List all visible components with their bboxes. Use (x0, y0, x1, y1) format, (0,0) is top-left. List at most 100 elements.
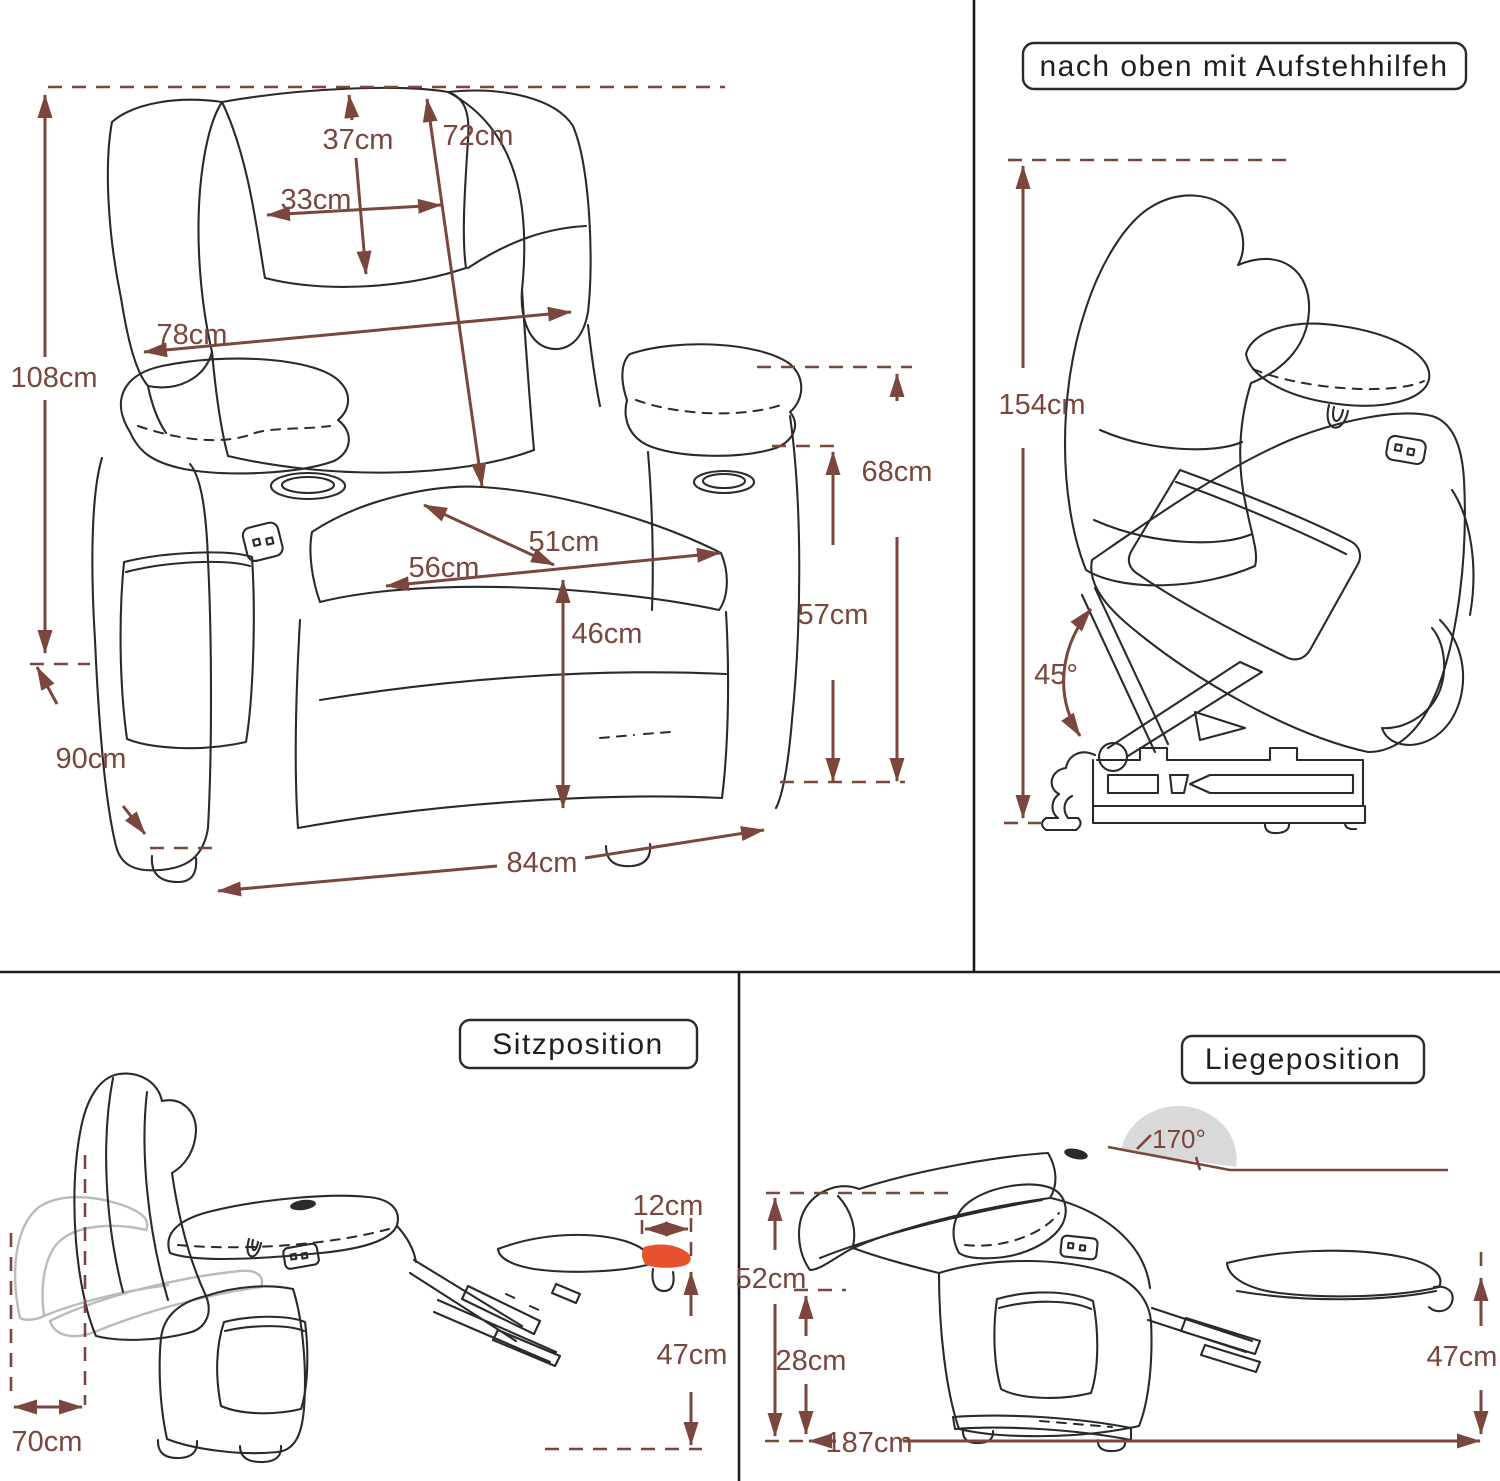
lift-base-left-bracket (1040, 751, 1097, 832)
liege-cupholder (1064, 1148, 1088, 1160)
side-pocket-sitz (216, 1315, 309, 1415)
dim-line-width-left (217, 864, 498, 897)
sitz-title-box (458, 1018, 699, 1070)
panel-liege-position: Liegeposition 170° 52cm 28cm (736, 1034, 1498, 1459)
sitz-footrest-pad (496, 1233, 651, 1273)
dim-footrest-tip-label: 12cm (633, 1190, 704, 1222)
chair-lift-pocket (1127, 468, 1362, 661)
chair-lift-backrest (1064, 194, 1311, 587)
dim-liege-seat-height-label: 28cm (776, 1345, 847, 1377)
chair-sitz-armrest-seam (177, 1228, 390, 1249)
lift-pivot (1097, 741, 1129, 773)
sitz-footrest-tip-highlight (641, 1244, 691, 1268)
chair-sitz-backrest-seams (105, 1076, 170, 1302)
dim-seat-depth-label: 51cm (529, 526, 600, 558)
chair-sitz-body (158, 1285, 306, 1455)
dim-line-headrest-height-top (344, 94, 360, 121)
right-cupholder (692, 469, 756, 495)
sitz-footrest-foot-tab (651, 1267, 675, 1293)
left-cupholder (269, 471, 347, 501)
dim-lift-height-label: 154cm (998, 389, 1085, 421)
chair-sitz-strap-loop (246, 1237, 263, 1258)
usb-panel-liege (1059, 1234, 1099, 1261)
dim-armrest-height-label: 57cm (798, 599, 869, 631)
side-pocket-front-rim (124, 560, 252, 574)
dim-seat-front-height-label: 46cm (572, 618, 643, 650)
usb-panel-front (241, 521, 284, 562)
side-pocket-front (119, 551, 255, 750)
liege-title: Liegeposition (1205, 1043, 1401, 1076)
dim-arc-tilt-angle (1061, 608, 1093, 737)
chair-liege-armrest (952, 1183, 1067, 1260)
chair-lift-pocket-rim (1174, 480, 1348, 556)
dim-line-backrest-length (422, 98, 487, 487)
usb-panel-sitz (282, 1242, 320, 1270)
liege-title-box (1180, 1034, 1426, 1085)
chair-liege-backrest-seams (818, 1194, 1044, 1260)
dim-liege-footrest-height-label: 47cm (1427, 1341, 1498, 1373)
dim-tilt-angle-label: 45° (1034, 659, 1078, 691)
chair-lift-armrest-seam (1252, 368, 1425, 391)
dim-seat-width-label: 56cm (409, 552, 480, 584)
sitz-title: Sitzposition (492, 1028, 663, 1061)
dim-line-seat-width (385, 547, 721, 592)
chair-liege-base-dashes (1039, 1420, 1113, 1428)
left-cupholder-inner (280, 475, 336, 495)
chair-liege-body (937, 1259, 1153, 1438)
chair-front-seat-dashes (599, 731, 671, 739)
chair-liege-seat-edge (851, 1196, 1152, 1290)
chair-front-kick-panel (294, 610, 730, 830)
chair-front-right-wing (446, 89, 592, 350)
right-cupholder-inner (701, 472, 747, 490)
dim-line-headrest-width (266, 198, 442, 222)
ghost-chair-armrest (42, 1269, 264, 1338)
dim-line-depth-top (35, 666, 59, 705)
side-pocket-liege (993, 1291, 1099, 1399)
chair-lift-footrest-folded (1380, 488, 1475, 747)
usb-panel-lift (1385, 434, 1427, 466)
lift-title-box (1021, 41, 1468, 91)
panel-sitz-position: Sitzposition 70cm 12cm (9, 1018, 728, 1464)
liege-footrest-links (1146, 1306, 1262, 1374)
chair-front-left-armrest-seam (137, 425, 331, 442)
recline-angle-baseline (1107, 1134, 1448, 1172)
dim-total-height-label: 108cm (10, 362, 97, 394)
dim-total-length-label: 187cm (825, 1427, 912, 1459)
dim-cupholder-height-label: 68cm (862, 456, 933, 488)
chair-lift-strap-loop (1326, 403, 1350, 429)
chair-sitz-seat-edge (395, 1224, 418, 1264)
dim-width-label: 84cm (507, 847, 578, 879)
dim-line-depth-bottom (121, 805, 147, 835)
chair-front-right-armrest-pad (621, 343, 803, 457)
lift-mechanism-links (1080, 586, 1264, 758)
liege-footrest-pads (1225, 1249, 1442, 1301)
chair-liege-armrest-seam (964, 1212, 1060, 1247)
dim-depth-label: 90cm (56, 743, 127, 775)
chair-front-feet (150, 842, 652, 884)
liege-footrest-foot-tab (1427, 1285, 1454, 1313)
ghost-chair-backrest (13, 1195, 149, 1321)
chair-sitz-backrest (73, 1072, 210, 1341)
sitz-cupholder (290, 1199, 316, 1211)
chair-sitz-armrest (167, 1194, 399, 1261)
recline-angle-fan (1121, 1105, 1237, 1167)
chair-front-left-arm-body (91, 456, 213, 872)
sitz-footrest-link-dashes (505, 1293, 544, 1313)
chair-front-wing-seam (466, 224, 588, 270)
dim-backrest-width-label: 78cm (157, 319, 228, 351)
dim-line-width-right (584, 826, 765, 860)
dim-sitz-footrest-height-label: 47cm (657, 1339, 728, 1371)
chair-lift-backrest-seams (1092, 428, 1254, 544)
chair-lift-armrest (1244, 322, 1431, 407)
dim-recline-angle-label: 170° (1152, 1124, 1206, 1154)
chair-front-left-armrest-pad (119, 357, 350, 475)
chair-front-backrest-edges (146, 288, 602, 474)
dim-line-backrest-width (143, 306, 572, 358)
dim-headrest-height-label: 37cm (323, 124, 394, 156)
chair-front-right-armrest-seam (635, 399, 785, 415)
panel-front-view: 108cm 37cm 72cm 33cm 78cm 51cm 56cm 46cm… (10, 85, 933, 897)
dim-recline-clearance-label: 70cm (12, 1426, 83, 1458)
